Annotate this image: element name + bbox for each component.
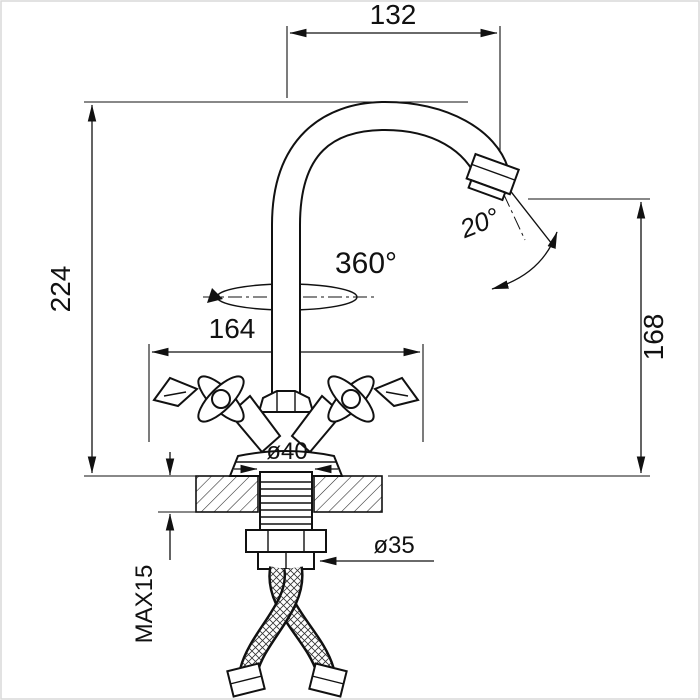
lock-nut	[245, 529, 327, 553]
label-max-thickness: MAX15	[131, 565, 158, 644]
label-hose-nut-diameter: ø35	[373, 532, 414, 559]
supply-hoses	[239, 566, 335, 674]
faucet-drawing	[152, 100, 521, 698]
label-body-width: 164	[209, 313, 256, 344]
label-right-height: 168	[638, 314, 669, 361]
body-connector	[257, 390, 315, 413]
label-spout-angle: 20°	[455, 201, 504, 244]
countertop-section	[195, 475, 383, 513]
right-handle	[327, 375, 375, 423]
label-top-width: 132	[370, 0, 417, 30]
hose-fitting-right	[308, 662, 348, 698]
spout-aerator	[465, 152, 521, 202]
hose-collar	[257, 551, 315, 570]
label-shank-diameter: ø40	[266, 438, 307, 465]
left-handle-lever	[152, 376, 199, 408]
label-swivel-angle: 360°	[335, 247, 397, 280]
left-handle	[197, 375, 245, 423]
right-handle-lever	[373, 376, 420, 408]
base-escutcheon	[228, 450, 344, 477]
threaded-shank	[259, 471, 313, 531]
hose-fitting-left	[226, 662, 266, 698]
label-left-height: 224	[45, 266, 76, 313]
